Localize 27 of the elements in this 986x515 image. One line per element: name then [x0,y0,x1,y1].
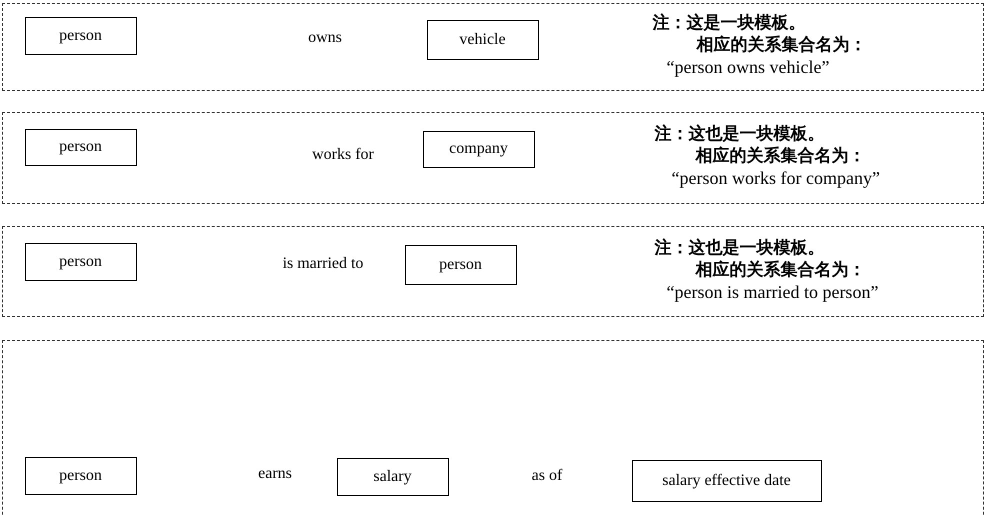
note-text: 相应的关系集合名为： [696,144,866,166]
entity-box: person [404,244,516,284]
relationship-label: works for [312,146,374,164]
entity-box: person [24,16,136,54]
entity-box: vehicle [426,20,538,60]
note-text: 相应的关系集合名为： [696,34,866,56]
note-text: 注：这也是一块模板。 [654,236,824,258]
template-band [2,3,984,91]
template-band [2,112,984,204]
relationship-label: as of [532,467,562,485]
note-text: “person works for company” [672,166,880,188]
relationship-label: is married to [282,255,364,273]
relationship-label: owns [308,29,342,47]
relationship-label: earns [258,465,292,483]
note-text: “person owns vehicle” [666,56,830,78]
note-text: 注：这也是一块模板。 [654,122,824,144]
entity-box: salary [336,458,448,496]
note-text: “person is married to person” [666,280,878,302]
entity-box: company [422,130,534,168]
template-band [2,340,984,515]
entity-box: salary effective date [632,460,822,502]
note-text: 相应的关系集合名为： [696,258,866,280]
note-text: 注：这是一块模板。 [652,12,806,34]
entity-box: person [24,128,136,166]
entity-box: person [24,456,136,494]
template-band [2,226,984,317]
entity-box: person [24,242,136,280]
